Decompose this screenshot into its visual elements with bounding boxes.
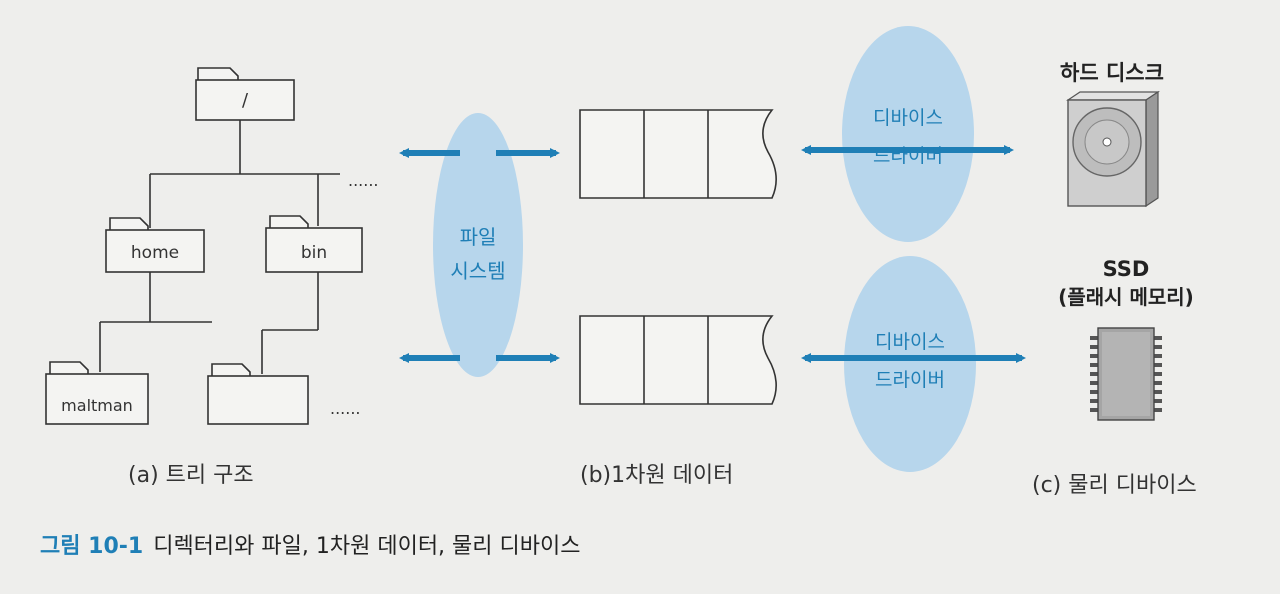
device-driver-ellipse-bottom — [844, 256, 976, 472]
one-dim-data-top — [579, 109, 777, 199]
tree-ellipsis-bottom: ...... — [330, 399, 361, 418]
filesystem-label-line2: 시스템 — [450, 259, 505, 283]
maltman-folder-icon — [45, 361, 149, 425]
root-folder-icon — [195, 67, 295, 121]
devices-caption: (c) 물리 디바이스 — [1032, 473, 1197, 498]
figure-title: 디렉터리와 파일, 1차원 데이터, 물리 디바이스 — [153, 534, 581, 559]
home-folder-label: home — [131, 243, 179, 263]
hard-disk-icon — [1066, 90, 1160, 208]
ssd-label-line2: (플래시 메모리) — [1058, 285, 1194, 309]
ssd-label-line1: SSD — [1103, 257, 1150, 281]
device-driver-ellipse-top — [842, 26, 974, 242]
one-dim-data-caption: (b)1차원 데이터 — [580, 463, 733, 488]
one-dim-data-bottom — [579, 315, 777, 405]
filesystem-label-line1: 파일 — [460, 225, 497, 249]
device-driver-label-top-line2: 드라이버 — [873, 145, 943, 167]
ssd-chip-icon — [1090, 327, 1162, 421]
bin-folder-icon — [265, 215, 363, 273]
hdd-label: 하드 디스크 — [1060, 61, 1164, 85]
figure-number: 그림 10-1 — [40, 534, 144, 559]
figure-caption: 그림 10-1 디렉터리와 파일, 1차원 데이터, 물리 디바이스 — [40, 528, 580, 560]
tree-ellipsis-top: ...... — [348, 171, 379, 190]
home-folder-icon — [105, 217, 205, 273]
device-driver-label-bottom-line2: 드라이버 — [875, 369, 945, 391]
tree-connectors — [99, 120, 340, 374]
device-driver-arrows — [801, 145, 1026, 363]
device-driver-label-top-line1: 디바이스 — [873, 107, 943, 129]
filesystem-arrows — [399, 148, 560, 363]
device-driver-label-bottom-line1: 디바이스 — [875, 331, 945, 353]
unnamed-folder-icon — [207, 363, 309, 425]
directory-tree: / home bin m — [45, 67, 363, 425]
filesystem-ellipse — [433, 113, 523, 377]
tree-caption: (a) 트리 구조 — [128, 463, 254, 488]
maltman-folder-label: maltman — [61, 396, 133, 415]
root-folder-label: / — [242, 90, 249, 111]
bin-folder-label: bin — [301, 243, 327, 263]
